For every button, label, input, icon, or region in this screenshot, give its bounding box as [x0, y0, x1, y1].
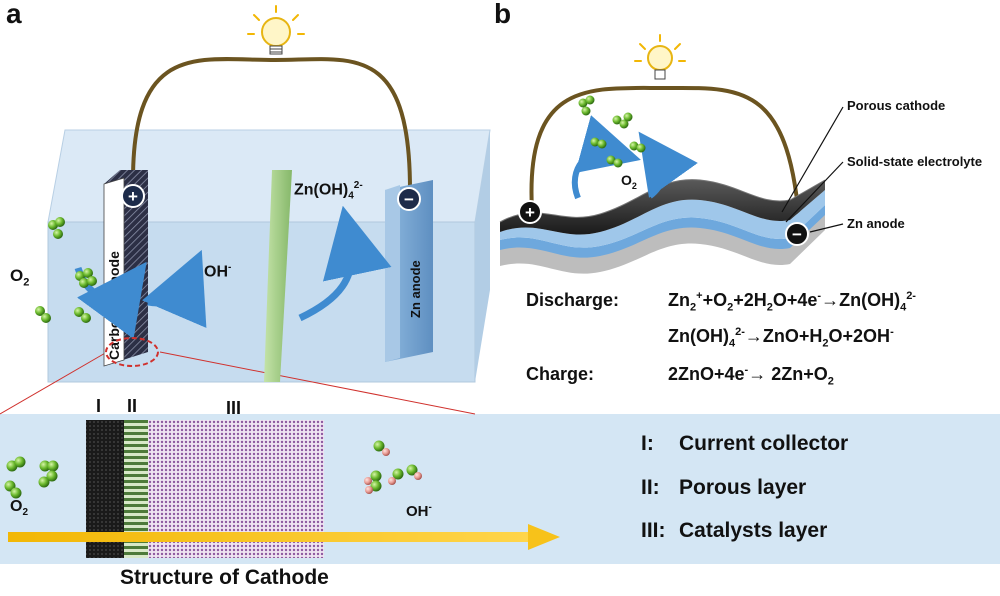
zoom-line-right — [159, 351, 476, 415]
o2-molecules-b — [578, 95, 646, 168]
negative-terminal-icon: − — [397, 187, 421, 211]
panel-a-letter: a — [6, 0, 22, 29]
svg-text:−: − — [404, 190, 414, 209]
callout-electrolyte — [785, 161, 844, 223]
membrane — [264, 170, 292, 382]
light-bulb-b-icon — [634, 34, 686, 80]
zincate-arrow — [298, 205, 392, 322]
zn-anode-label-b: Zn anode — [847, 216, 905, 231]
callout-porous-cathode — [781, 106, 844, 213]
equation-2: Zn(OH)42-→ZnO+H2O+2OH- — [668, 326, 894, 350]
porous-cathode-label: Porous cathode — [847, 98, 946, 113]
oh-molecules-structure — [364, 440, 422, 494]
electrolyte-label: Solid-state electrolyte — [847, 154, 983, 169]
legend-item-ii: II:Porous layer — [641, 476, 807, 499]
negative-terminal-b-icon: − — [785, 222, 809, 246]
equation-1: Zn2++O2+2H2O+4e-→Zn(OH)42- — [668, 290, 916, 314]
o2-molecules-a — [35, 217, 97, 323]
cathode-label: Carbon Cathode — [106, 251, 122, 360]
oh-label-structure: OH- — [406, 502, 432, 520]
zoom-line-left — [0, 351, 108, 415]
legend-item-i: I:Current collector — [641, 432, 849, 455]
flexible-battery-stack — [499, 179, 826, 274]
layer-i-label: I — [96, 396, 102, 416]
callout-zn-anode — [809, 223, 844, 233]
zoom-ellipse — [105, 337, 159, 367]
wire-b — [529, 85, 802, 233]
positive-terminal-icon: + — [121, 184, 145, 208]
wire-a — [131, 57, 412, 191]
light-bulb-icon — [247, 5, 305, 55]
zincate-label: Zn(OH)42- — [294, 180, 363, 202]
layer-iii-label: III — [226, 398, 242, 418]
svg-text:−: − — [792, 225, 802, 244]
o2-arrow-b-in — [571, 115, 641, 200]
zn-anode — [385, 180, 433, 362]
o2-label-structure: O2 — [10, 498, 29, 519]
oh-label-a: OH- — [204, 262, 232, 281]
o2-label-b: O2 — [621, 172, 637, 191]
diffusion-arrow — [8, 524, 560, 550]
discharge-label: Discharge: — [526, 290, 620, 310]
structure-caption: Structure of Cathode — [120, 566, 329, 589]
charge-label: Charge: — [526, 364, 595, 384]
o2-molecules-structure — [4, 456, 59, 499]
svg-text:+: + — [128, 187, 138, 206]
o2-arrow-b-out — [638, 131, 698, 199]
panel-b-letter: b — [494, 0, 512, 29]
svg-text:+: + — [525, 203, 535, 222]
positive-terminal-b-icon: + — [518, 200, 542, 224]
equation-3: 2ZnO+4e-→ 2Zn+O2 — [668, 364, 834, 388]
oh-arrow-out — [142, 249, 207, 328]
legend-item-iii: III:Catalysts layer — [641, 519, 828, 542]
anode-label: Zn anode — [408, 260, 423, 318]
o2-label-a: O2 — [10, 266, 30, 289]
layer-ii-label: II — [127, 396, 138, 416]
